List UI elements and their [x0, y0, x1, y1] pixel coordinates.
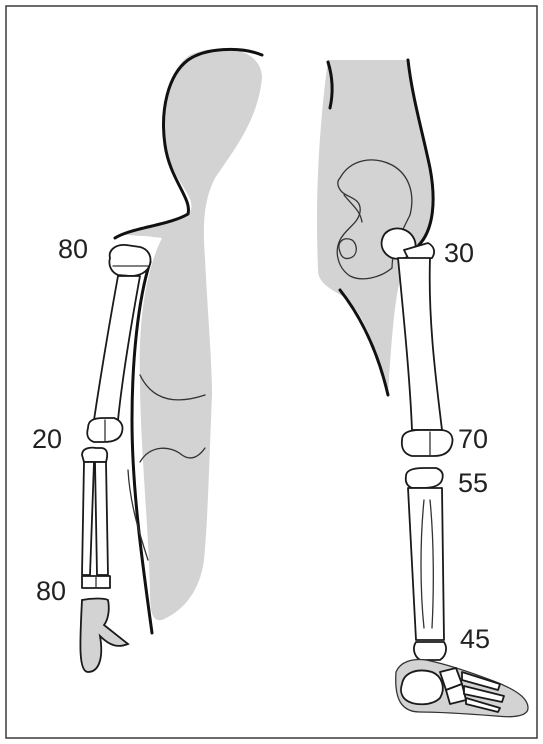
forearm-bone-2 [95, 462, 108, 575]
humerus-head [109, 245, 150, 276]
talus-calcaneus [401, 671, 443, 705]
tibia-fibula-shaft [408, 488, 444, 640]
upper-limb [80, 49, 262, 672]
label-arm-wrist: 80 [36, 576, 66, 606]
forearm-bone-1 [82, 462, 94, 575]
label-leg-hip: 30 [444, 238, 474, 268]
radius-ulna-upper [82, 448, 107, 462]
tibia-proximal [406, 468, 443, 488]
label-leg-knee-upper: 70 [458, 424, 488, 454]
hand-shape [80, 599, 128, 673]
label-arm-elbow: 20 [32, 424, 62, 454]
femur-shaft [398, 258, 442, 430]
femur-distal [402, 430, 453, 456]
label-leg-knee-lower: 55 [458, 468, 488, 498]
label-arm-shoulder: 80 [58, 234, 88, 264]
label-leg-ankle: 45 [460, 624, 490, 654]
lower-limb [317, 60, 528, 717]
tibia-distal [414, 642, 446, 660]
